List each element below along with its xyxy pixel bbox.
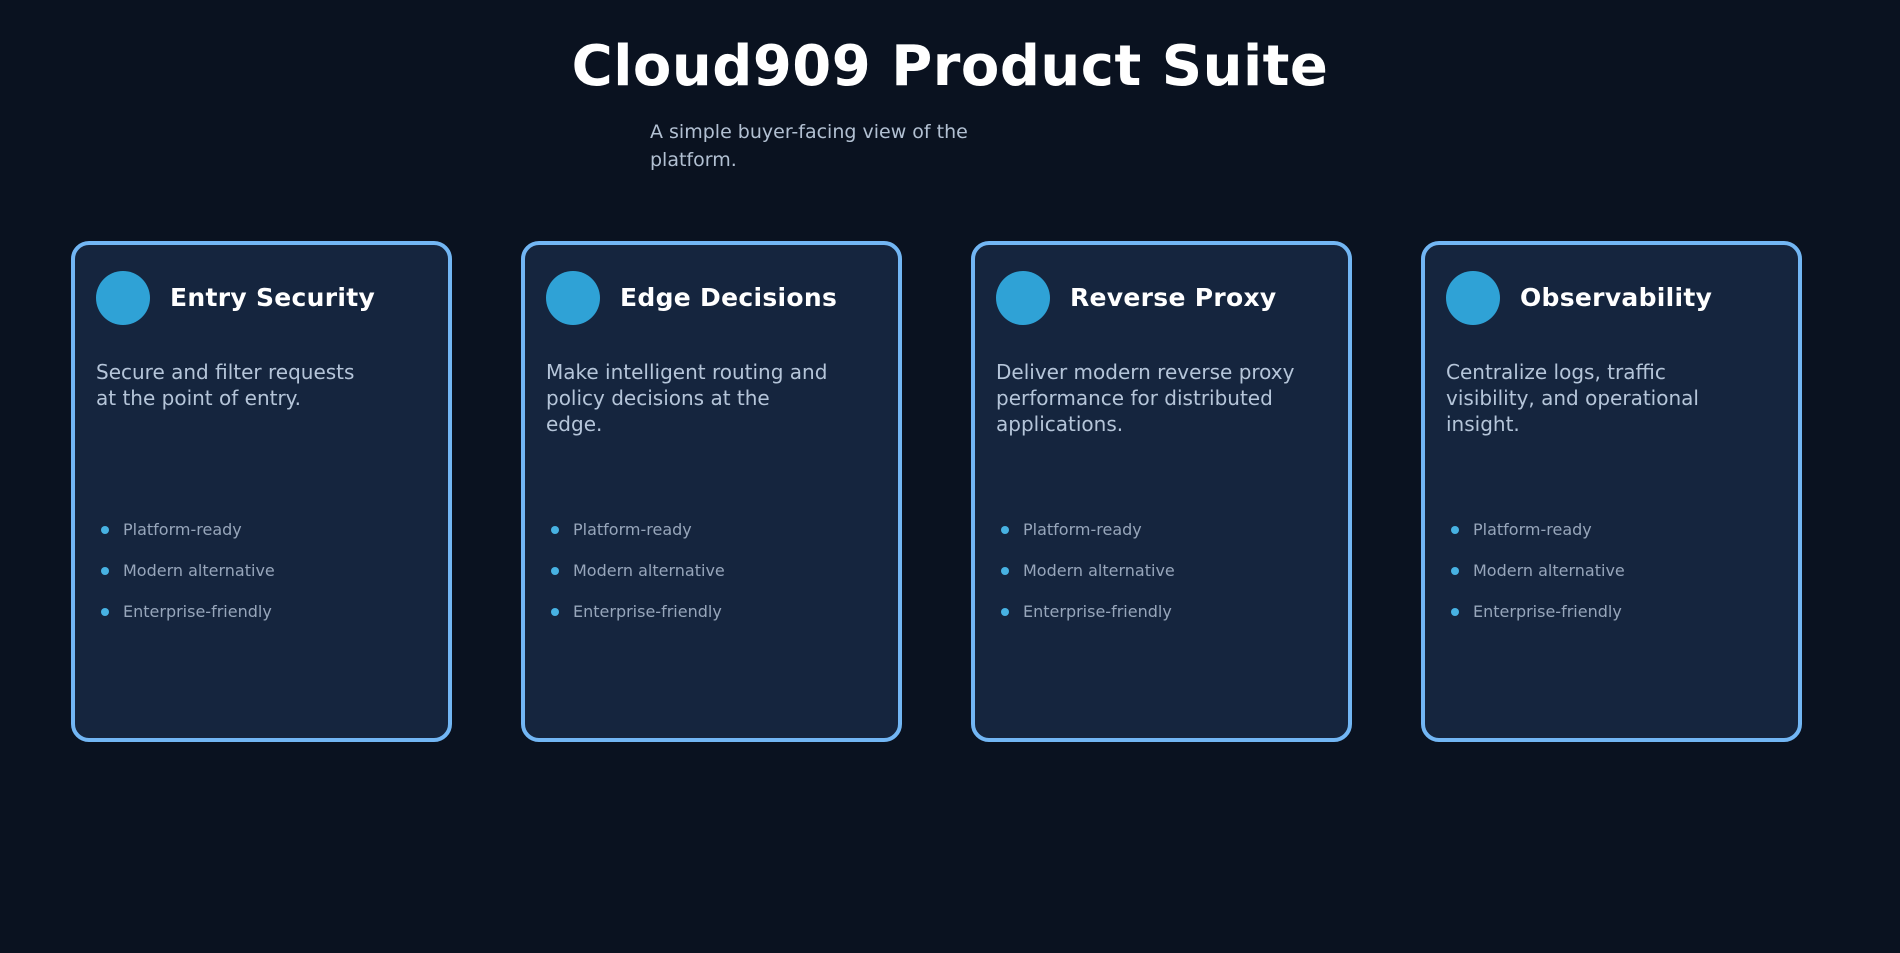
filled-circle-icon — [96, 271, 150, 325]
feature-list: Platform-ready Modern alternative Enterp… — [546, 520, 877, 622]
card-description: Deliver modern reverse proxy performance… — [996, 360, 1295, 436]
feature-label: Enterprise-friendly — [123, 602, 272, 621]
bullet-dot-icon — [1001, 608, 1009, 616]
feature-item: Modern alternative — [546, 561, 877, 581]
bullet-dot-icon — [551, 608, 559, 616]
page-subtitle: A simple buyer-facing view of the platfo… — [650, 121, 968, 171]
feature-list: Platform-ready Modern alternative Enterp… — [1446, 520, 1777, 622]
card-header: Edge Decisions — [546, 271, 877, 325]
feature-label: Modern alternative — [573, 561, 725, 580]
filled-circle-icon — [996, 271, 1050, 325]
product-card-edge-decisions[interactable]: Edge Decisions Make intelligent routing … — [521, 241, 902, 742]
feature-item: Modern alternative — [1446, 561, 1777, 581]
feature-item: Enterprise-friendly — [546, 602, 877, 622]
card-header: Observability — [1446, 271, 1777, 325]
card-description: Make intelligent routing and policy deci… — [546, 360, 828, 436]
card-title: Reverse Proxy — [1070, 283, 1277, 312]
feature-item: Platform-ready — [96, 520, 427, 540]
feature-list: Platform-ready Modern alternative Enterp… — [96, 520, 427, 622]
bullet-dot-icon — [101, 567, 109, 575]
card-header: Reverse Proxy — [996, 271, 1327, 325]
bullet-dot-icon — [101, 526, 109, 534]
feature-item: Enterprise-friendly — [1446, 602, 1777, 622]
feature-item: Enterprise-friendly — [996, 602, 1327, 622]
bullet-dot-icon — [1451, 526, 1459, 534]
feature-label: Platform-ready — [1023, 520, 1142, 539]
product-card-observability[interactable]: Observability Centralize logs, traffic v… — [1421, 241, 1802, 742]
feature-label: Platform-ready — [573, 520, 692, 539]
feature-item: Platform-ready — [1446, 520, 1777, 540]
bullet-dot-icon — [1001, 526, 1009, 534]
feature-label: Modern alternative — [1023, 561, 1175, 580]
card-description: Centralize logs, traffic visibility, and… — [1446, 360, 1699, 436]
card-title: Edge Decisions — [620, 283, 838, 312]
feature-label: Enterprise-friendly — [573, 602, 722, 621]
feature-label: Modern alternative — [1473, 561, 1625, 580]
bullet-dot-icon — [551, 567, 559, 575]
product-card-reverse-proxy[interactable]: Reverse Proxy Deliver modern reverse pro… — [971, 241, 1352, 742]
filled-circle-icon — [1446, 271, 1500, 325]
feature-label: Platform-ready — [1473, 520, 1592, 539]
bullet-dot-icon — [1001, 567, 1009, 575]
bullet-dot-icon — [1451, 608, 1459, 616]
feature-list: Platform-ready Modern alternative Enterp… — [996, 520, 1327, 622]
feature-item: Platform-ready — [546, 520, 877, 540]
bullet-dot-icon — [101, 608, 109, 616]
bullet-dot-icon — [1451, 567, 1459, 575]
card-header: Entry Security — [96, 271, 427, 325]
card-description: Secure and filter requests at the point … — [96, 360, 355, 410]
feature-label: Enterprise-friendly — [1473, 602, 1622, 621]
page-title: Cloud909 Product Suite — [571, 34, 1329, 99]
card-title: Entry Security — [170, 283, 376, 312]
card-title: Observability — [1520, 283, 1713, 312]
bullet-dot-icon — [551, 526, 559, 534]
filled-circle-icon — [546, 271, 600, 325]
feature-item: Platform-ready — [996, 520, 1327, 540]
feature-label: Enterprise-friendly — [1023, 602, 1172, 621]
page: Cloud909 Product Suite A simple buyer-fa… — [0, 33, 1900, 742]
feature-item: Enterprise-friendly — [96, 602, 427, 622]
product-cards-row: Entry Security Secure and filter request… — [0, 241, 1900, 742]
feature-label: Platform-ready — [123, 520, 242, 539]
feature-item: Modern alternative — [996, 561, 1327, 581]
product-card-entry-security[interactable]: Entry Security Secure and filter request… — [71, 241, 452, 742]
feature-item: Modern alternative — [96, 561, 427, 581]
feature-label: Modern alternative — [123, 561, 275, 580]
